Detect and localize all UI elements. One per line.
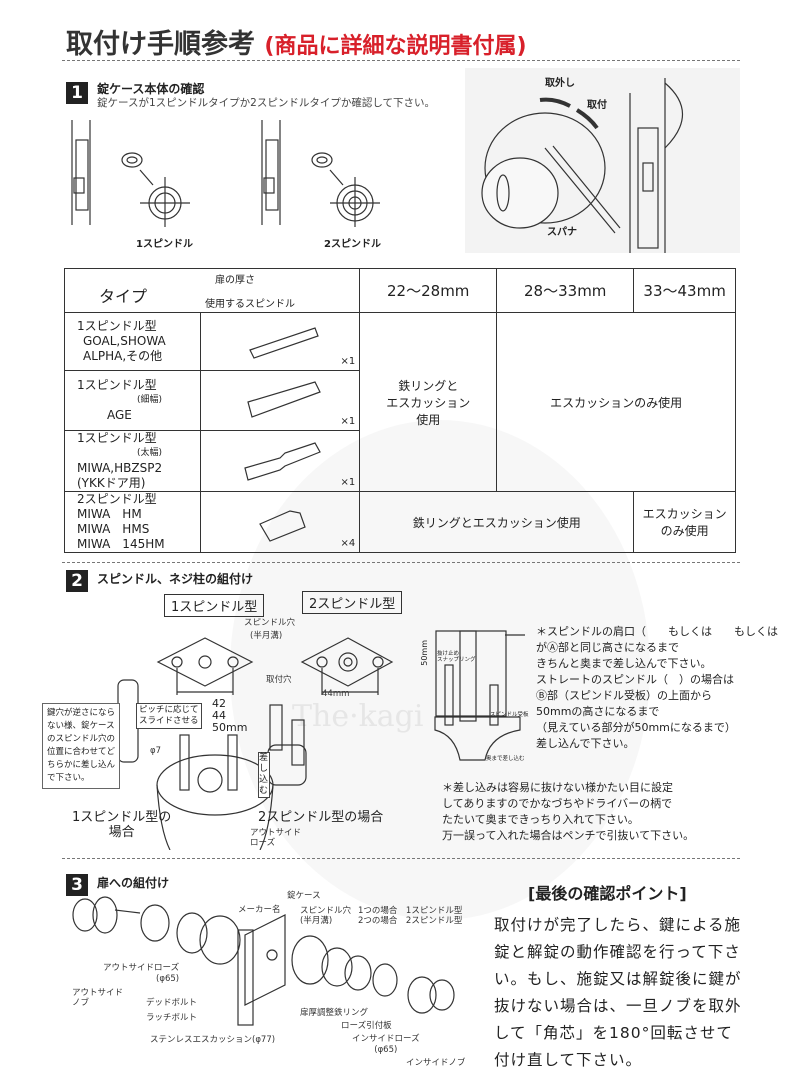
note-box: 鍵穴が逆さにならない様、錠ケースのスピンドル穴の位置に合わせてどちらかに差し込ん… <box>42 703 121 789</box>
lock-case-label: 錠ケース <box>287 891 321 901</box>
step1-title: 錠ケース本体の確認 <box>97 82 205 96</box>
cell-escutcheon-only-2: エスカッションのみ使用 <box>633 491 736 553</box>
divider <box>62 858 740 859</box>
table-header-type: タイプ 扉の厚さ 使用するスピンドル <box>63 268 361 313</box>
spindle-hole-label: スピンドル穴 <box>244 618 296 628</box>
outside-knob-label: アウトサイドノブ <box>72 988 124 1008</box>
instruction-text: ＊スピンドルの肩口（ もしくは もしくは ）がⒶ部と同じ高さになるまできちんと奥… <box>536 625 800 750</box>
latchbolt-label: ラッチボルト <box>146 1013 198 1023</box>
maker-label: メーカー名 <box>238 905 281 915</box>
label-1-spindle: 1スピンドル <box>136 239 193 250</box>
case2-label: 2スピンドル型の場合 <box>258 810 384 825</box>
label-spanner: スパナ <box>547 227 577 238</box>
knob-removal-illustration: 取外し 取付 スパナ <box>465 68 740 253</box>
insert-label: 差し込む <box>258 752 270 798</box>
page-subtitle: (商品に詳細な説明書付属) <box>264 34 527 59</box>
step-number: 3 <box>66 874 88 896</box>
range-header: 22〜28mm <box>359 268 498 313</box>
height-50-label: 50mm <box>420 640 429 666</box>
instruction-text-2: ＊差し込みは容易に抜けない様かたい目に設定してありますのでかなづちやドライバーの… <box>442 781 695 842</box>
snap-ring-label: 抜け止めスナップリング <box>437 651 476 663</box>
final-check-heading: [最後の確認ポイント] <box>528 884 687 903</box>
spindle-hole-label-3: スピンドル穴(半月溝) <box>300 906 352 926</box>
type2-box: 2スピンドル型 <box>302 591 403 614</box>
half-moon-label: (半月溝) <box>250 631 283 641</box>
label-remove: 取外し <box>545 78 575 89</box>
inside-knob-label: インサイドノブ <box>406 1058 466 1068</box>
table-cell: ×1 <box>199 370 361 431</box>
rose-plate-label: ローズ引付板 <box>341 1021 392 1031</box>
table-cell: 1スピンドル型(細幅)AGE <box>64 370 201 431</box>
page-title: 取付け手順参考 (商品に詳細な説明書付属) <box>66 29 527 60</box>
spindle-table: タイプ 扉の厚さ 使用するスピンドル 22〜28mm 28〜33mm 33〜43… <box>63 268 736 553</box>
spindle-assembly-illustration <box>117 637 394 850</box>
table-cell: ×1 <box>199 312 361 371</box>
door-assembly-illustration <box>72 896 455 1026</box>
range-header: 28〜33mm <box>496 268 635 313</box>
phi7-label: φ7 <box>150 746 162 756</box>
push-label: 奥まで差し込む <box>486 756 525 762</box>
cell-escutcheon-only: エスカッションのみ使用 <box>496 312 736 492</box>
pitch-box: ピッチに応じてスライドさせる <box>136 703 202 729</box>
iron-ring-label: 扉厚調整鉄リング <box>300 1008 369 1018</box>
table-row: 1スピンドル型(太幅)MIWA,HBZSP2(YKKドア用) ×1 <box>64 430 736 492</box>
case1-label: 1スピンドル型の場合 <box>72 810 172 840</box>
table-row: 1スピンドル型(細幅)AGE ×1 <box>64 370 736 431</box>
cell-iron-escutcheon: 鉄リングとエスカッション使用 <box>359 312 498 492</box>
type1-box: 1スピンドル型 <box>164 594 265 617</box>
step2-title: スピンドル、ネジ柱の組付け <box>97 572 254 586</box>
step-number: 1 <box>66 82 88 104</box>
spindle-type-illustration <box>71 120 380 227</box>
inside-rose-label: インサイドローズ(φ65) <box>352 1034 420 1055</box>
escutcheon-label: ステンレスエスカッション(φ77) <box>150 1035 276 1045</box>
table-cell: 1スピンドル型(太幅)MIWA,HBZSP2(YKKドア用) <box>64 430 201 492</box>
outside-rose-label-3: アウトサイドローズ(φ65) <box>103 963 180 984</box>
divider <box>62 60 740 61</box>
width-44-label: 44mm <box>322 689 350 699</box>
mount-hole-label: 取付穴 <box>266 675 292 685</box>
step1-description: 錠ケースが1スピンドルタイプか2スピンドルタイプか確認して下さい。 <box>97 97 436 109</box>
table-cell: ×4 <box>199 491 361 553</box>
divider <box>62 562 740 563</box>
watermark-text: The·kagi <box>292 699 424 734</box>
label-2-spindle: 2スピンドル <box>324 239 381 250</box>
final-check-text: 取付けが完了したら、鍵による施錠と解錠の動作確認を行って下さい。もし、施錠又は解… <box>494 916 742 1069</box>
deadbolt-label: デッドボルト <box>146 998 198 1008</box>
spindle-height-illustration <box>434 630 525 761</box>
receiver-label: スピンドル受板 <box>490 712 529 718</box>
step-number: 2 <box>66 570 88 592</box>
step3-title: 扉への組付け <box>97 876 170 890</box>
table-cell: ×1 <box>199 430 361 492</box>
cell-iron-escutcheon-2: 鉄リングとエスカッション使用 <box>359 491 635 553</box>
outside-rose-label: アウトサイドローズ <box>250 828 302 848</box>
range-header: 33〜43mm <box>633 268 736 313</box>
label-attach: 取付 <box>587 100 607 111</box>
